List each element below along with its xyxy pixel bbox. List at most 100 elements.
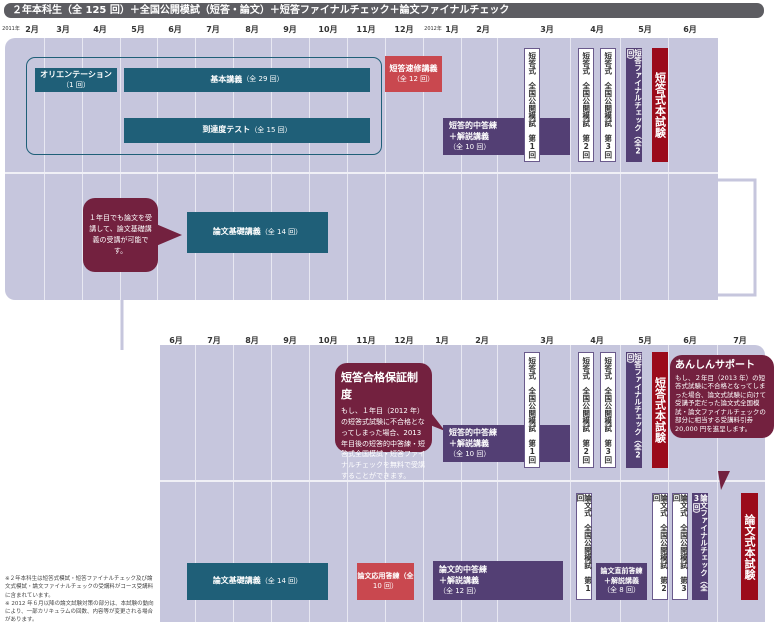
label: 短答速修講義 — [389, 63, 438, 73]
grid-line — [570, 345, 571, 622]
page-title: ２年本科生（全 125 回）＋全国公開模試（短答・論文）＋短答ファイナルチェック… — [4, 3, 764, 18]
month-label: 2月 — [25, 25, 39, 34]
label: ＋解説講義 — [449, 131, 489, 141]
short-mock-exam-3-y2: 短答式 全国公開模試 第3回 — [600, 352, 616, 468]
essay-mock-exam-3: 論文式 全国公開模試 第3回 — [672, 493, 689, 600]
count: （全 14 回） — [260, 227, 303, 236]
short-mock-exam-1: 短答式 全国公開模試 第1回 — [524, 48, 540, 162]
anshin-support-callout: あんしんサポートもし、２年目（2013 年）の短答式試験に不合格となってしまった… — [670, 355, 774, 439]
callout-text: １年目でも論文を受講して、論文基礎講義の受講が可能です。 — [89, 214, 152, 255]
grid-line — [195, 38, 196, 300]
short-pass-guarantee-callout: 短答合格保証制度もし、１年目（2012 年）の短答式試験に不合格となってしまった… — [335, 363, 432, 480]
year-label: 2012年 — [424, 26, 442, 32]
label: オリエンテーション — [40, 69, 112, 79]
essay-mock-exam-2: 論文式 全国公開模試 第2回 — [652, 493, 669, 600]
month-label: 5月 — [131, 25, 145, 34]
count: （全 12 回） — [439, 586, 481, 595]
short-mock-exam-1-y2: 短答式 全国公開模試 第1回 — [524, 352, 540, 468]
month-label: 8月 — [245, 25, 259, 34]
grid-line — [195, 345, 196, 622]
grid-line — [385, 38, 386, 300]
short-speed-lecture-block: 短答速修講義（全 12 回） — [385, 56, 442, 92]
basic-lecture-block: 基本講義（全 29 回） — [124, 68, 370, 92]
callout-arrow-icon — [718, 471, 730, 490]
essay-drill-block: 論文的中答練＋解説講義（全 12 回） — [433, 561, 563, 600]
label: ＋解説講義 — [439, 575, 479, 585]
label: 到達度テスト — [202, 125, 251, 135]
month-label: 5月 — [638, 336, 652, 345]
month-label: 11月 — [356, 25, 376, 34]
month-label: 2月 — [476, 25, 490, 34]
callout-arrow-icon — [156, 224, 182, 246]
callout-title: 短答合格保証制度 — [341, 371, 418, 402]
month-label: 11月 — [356, 336, 376, 345]
month-label: 6月 — [168, 25, 182, 34]
grid-line — [44, 38, 45, 300]
label: ＋解説講義 — [449, 438, 489, 448]
short-final-check-y2: 短答ファイナルチェック（全2回） — [626, 352, 643, 468]
month-label: 4月 — [590, 336, 604, 345]
month-label: 7月 — [733, 336, 747, 345]
count: （全 10 回） — [449, 449, 491, 458]
month-label: 1月 — [435, 336, 449, 345]
short-mock-exam-3: 短答式 全国公開模試 第3回 — [600, 48, 616, 162]
footnotes: ※２年本科生は短答式模試・短答ファイナルチェック及び論文式模試・論文ファイナルチ… — [5, 575, 157, 625]
grid-line — [157, 38, 158, 300]
count: （全 29 回） — [242, 75, 284, 84]
label: 論文基礎講義 — [212, 227, 261, 237]
label: 論文基礎講義 — [212, 576, 261, 586]
divider — [5, 172, 718, 174]
month-label: 6月 — [683, 336, 697, 345]
grid-line — [347, 38, 348, 300]
short-final-check: 短答ファイナルチェック（全2回） — [626, 48, 643, 162]
grid-line — [309, 345, 310, 622]
grid-line — [461, 345, 462, 622]
grid-line — [347, 345, 348, 622]
month-label: 4月 — [590, 25, 604, 34]
grid-line — [271, 345, 272, 622]
month-label: 7月 — [207, 336, 221, 345]
count: （全 12 回） — [392, 74, 435, 83]
callout-text: もし、１年目（2012 年）の短答式試験に不合格となってしまった場合、2013 … — [341, 407, 425, 481]
count: （1 回） — [62, 80, 90, 89]
month-label: 10月 — [318, 336, 338, 345]
essay-basic-lecture-block: 論文基礎講義（全 14 回） — [187, 212, 328, 253]
divider — [160, 480, 765, 482]
grid-line — [233, 38, 234, 300]
callout-arrow-icon — [425, 405, 445, 431]
month-label: 2月 — [475, 336, 489, 345]
essay-final-check: 論文ファイナルチェック（全3回） — [692, 493, 709, 600]
month-label: 6月 — [683, 25, 697, 34]
callout-title: あんしんサポート — [675, 360, 755, 371]
label: ＋解説講義 — [604, 576, 639, 585]
short-drill-block: 短答的中答練＋解説講義（全 10 回） — [443, 118, 570, 155]
short-mock-exam-2-y2: 短答式 全国公開模試 第2回 — [578, 352, 594, 468]
month-label: 7月 — [206, 25, 220, 34]
grid-line — [497, 345, 498, 622]
grid-line — [461, 38, 462, 300]
month-label: 9月 — [283, 336, 297, 345]
foundation-group-outline — [26, 57, 382, 155]
month-label: 10月 — [318, 25, 338, 34]
essay-basic-lecture-block-y2: 論文基礎講義（全 14 回） — [187, 563, 328, 600]
month-label: 8月 — [245, 336, 259, 345]
grid-line — [717, 345, 718, 622]
grid-line — [423, 38, 424, 300]
label: 論文直前答練 — [600, 567, 643, 576]
essay-exam: 論文式本試験 — [741, 493, 758, 600]
footnote: ※２年本科生は短答式模試・短答ファイナルチェック及び論文式模試・論文ファイナルチ… — [5, 576, 154, 599]
grid-line — [497, 38, 498, 300]
month-label: 5月 — [638, 25, 652, 34]
month-label: 3月 — [540, 336, 554, 345]
count: （全 8 回） — [603, 586, 640, 595]
year-label: 2011年 — [2, 26, 20, 32]
grid-line — [620, 345, 621, 622]
short-mock-exam-2: 短答式 全国公開模試 第2回 — [578, 48, 594, 162]
label: 基本講義 — [210, 74, 243, 84]
grid-line — [385, 345, 386, 622]
month-label: 9月 — [283, 25, 297, 34]
month-label: 3月 — [540, 25, 554, 34]
month-label: 3月 — [56, 25, 70, 34]
callout-text: もし、２年目（2013 年）の短答式試験に不合格となってしまった場合、論文式試験… — [675, 374, 766, 433]
count: （全 14 回） — [260, 576, 303, 585]
